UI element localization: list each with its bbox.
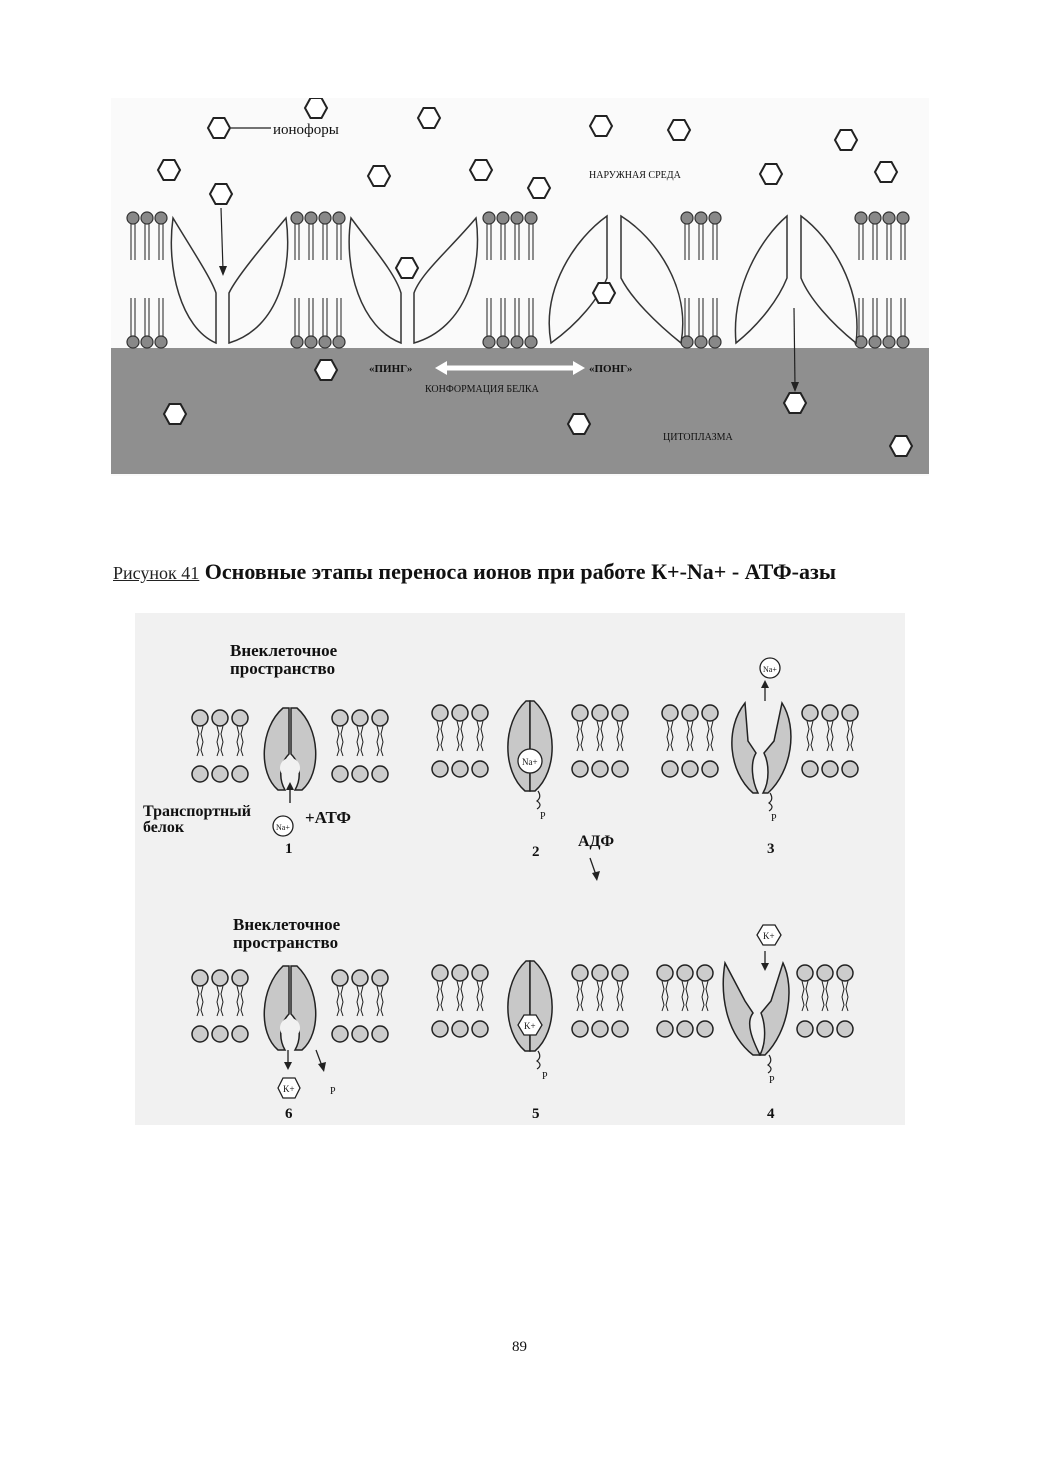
step-1: 1 xyxy=(285,841,293,857)
phosphate-released: P xyxy=(330,1086,336,1097)
cytoplasm-label: ЦИТОПЛАЗМА xyxy=(663,432,734,443)
carrier-protein xyxy=(170,214,858,345)
step-2: 2 xyxy=(532,844,540,860)
extracellular-top-line1: Внеклеточное xyxy=(230,641,338,660)
extracellular-bottom-line1: Внеклеточное xyxy=(233,915,341,934)
stage-3: P Na+ xyxy=(662,657,858,824)
na-ion-released xyxy=(759,657,781,679)
na-ion xyxy=(272,815,294,837)
stage-4: P K+ xyxy=(657,924,853,1086)
na-released-label: Na+ xyxy=(763,665,777,674)
figure-number: Рисунок 41 xyxy=(113,563,200,583)
step-5: 5 xyxy=(532,1106,540,1122)
atp-label: +АТФ xyxy=(305,808,351,827)
transport-protein-line1: Транспортный xyxy=(143,803,251,820)
extracellular-top-line2: пространство xyxy=(230,659,335,678)
pong-label: «ПОНГ» xyxy=(589,363,632,375)
conformation-label: КОНФОРМАЦИЯ БЕЛКА xyxy=(425,384,540,395)
adp-label: АДФ xyxy=(578,833,614,850)
phosphate-label-4: P xyxy=(769,1075,775,1086)
step-6: 6 xyxy=(285,1106,293,1122)
stage-2: Na+ P xyxy=(432,700,628,822)
figure-title: Основные этапы переноса ионов при работе… xyxy=(204,559,837,584)
k-ion-released xyxy=(277,1077,301,1099)
stage-1: Na+ xyxy=(192,707,388,837)
stage-5: K+ P xyxy=(432,960,628,1082)
page-number: 89 xyxy=(512,1339,527,1355)
ionophore-label: ионофоры xyxy=(273,122,339,138)
figure-caption: Рисунок 41 Основные этапы переноса ионов… xyxy=(113,559,953,585)
step-3: 3 xyxy=(767,841,775,857)
phosphate-label-3: P xyxy=(771,813,777,824)
transport-protein-line2: белок xyxy=(143,819,185,836)
phosphate-label: P xyxy=(540,811,546,822)
k-entering-label: K+ xyxy=(763,931,775,941)
atpase-stages-diagram: Внеклеточное пространство Na+ Транспортн… xyxy=(135,613,905,1125)
na-bound-label: Na+ xyxy=(522,757,538,767)
k-released-label: K+ xyxy=(283,1084,295,1094)
na-ion-label: Na+ xyxy=(276,823,290,832)
ionophore-diagram: ионофоры НАРУЖНАЯ СРЕДА «ПИНГ» «ПОНГ» КО… xyxy=(111,98,929,476)
k-ion-entering xyxy=(756,924,782,946)
stage-6: K+ P xyxy=(192,965,388,1099)
k-ion-bound xyxy=(517,1014,543,1036)
na-ion-bound xyxy=(517,748,543,774)
k-bound-label: K+ xyxy=(524,1021,536,1031)
phosphate-label-5: P xyxy=(542,1071,548,1082)
step-4: 4 xyxy=(767,1106,775,1122)
outer-medium-label: НАРУЖНАЯ СРЕДА xyxy=(589,170,682,181)
extracellular-bottom-line2: пространство xyxy=(233,933,338,952)
ping-label: «ПИНГ» xyxy=(369,363,412,375)
